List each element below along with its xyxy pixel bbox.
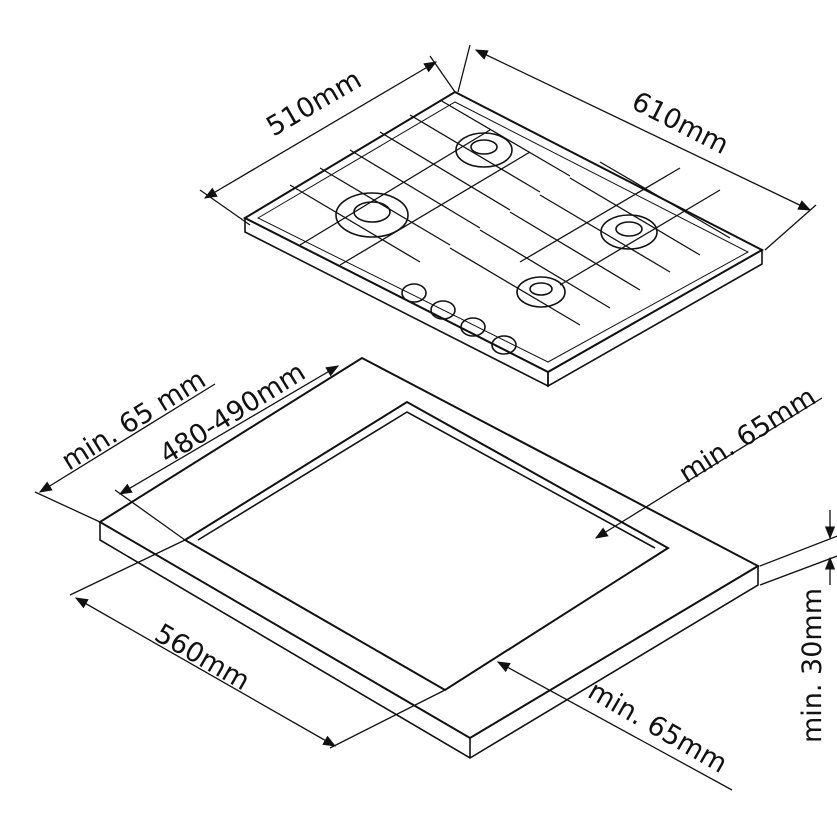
control-knobs <box>401 283 517 355</box>
dimension-lines <box>34 44 837 791</box>
pan-supports <box>289 99 731 326</box>
worktop-thickness-label: min. 30mm <box>797 587 829 744</box>
